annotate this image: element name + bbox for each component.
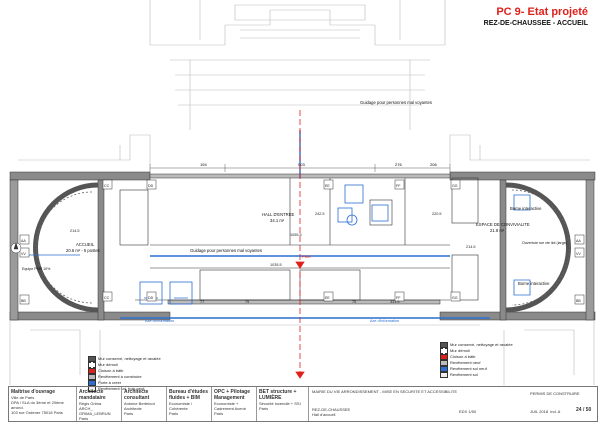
legend-right-item: Cloison à bâtir — [440, 354, 513, 360]
legend-right-item: Revêtement neuf — [440, 360, 513, 366]
marker-ff: FF — [396, 184, 401, 188]
guidage-top-label: Guidage pour personnes mal voyantes — [360, 100, 432, 105]
marker-vv2: VV — [576, 252, 581, 256]
espace-label: ESPACE DE CONVIVIALITE — [476, 222, 530, 227]
legend-right-item: Revêtement sol — [440, 372, 513, 378]
marker-ee2: EE — [325, 296, 330, 300]
legend-right-item: Revêtement sol neuf — [440, 366, 513, 372]
date-label: JUIL 2018 ind. A — [530, 409, 561, 414]
legend-right-item: Mur démoli — [440, 348, 513, 354]
hall-area: 34.1 m² — [270, 218, 285, 223]
marker-gg: GG — [452, 184, 458, 188]
marker-bb2: BB — [576, 299, 581, 303]
title-block: Maîtrise d'ouvrage Ville de Paris DPA / … — [8, 386, 598, 422]
project-name: MAIRIE DU VIE ARRONDISSEMENT - MISE EN S… — [312, 389, 457, 394]
stage-label: PERMIS DE CONSTRUIRE — [530, 391, 580, 396]
page-number: 24 / 50 — [576, 407, 592, 413]
espace-area: 21.8 m² — [490, 228, 505, 233]
scale-ref: EDX 1/50 — [459, 409, 477, 414]
accueil-label: ACCUEIL — [76, 242, 95, 247]
marker-ff2: FF — [396, 296, 401, 300]
legend-left-item: Mur démoli — [88, 362, 161, 368]
sheet-title: PC 9- Etat projeté — [496, 6, 588, 18]
borne-1-label: Borne interactive — [510, 206, 542, 211]
walls — [9, 171, 596, 321]
right-rotunda — [505, 182, 571, 313]
guidage-mid-label: Guidage pour personnes mal voyantes — [190, 248, 262, 253]
dim-75b: 75 — [352, 300, 356, 304]
marker-bb: BB — [21, 299, 26, 303]
legend-right-item: Mur conservé, nettoyage et ravalée — [440, 342, 513, 348]
dim-1035: 1035.5 — [270, 263, 282, 267]
level-name: REZ-DE-CHAUSSEE Hall d'accueil — [312, 407, 351, 417]
north-arrow-icon — [10, 242, 22, 254]
accueil-rotunda — [33, 182, 99, 313]
hall-label: HALL D'ENTREE — [262, 212, 294, 217]
dim-2425: 242.5 — [315, 212, 325, 216]
dim-2205: 220.5 — [432, 212, 442, 216]
marker-dd2: DD — [148, 296, 154, 300]
ouverture-label: Ouverture rue xte ilot (large) — [522, 241, 567, 245]
bet1-cell: Bureau d'études fluides + BIM Economiste… — [167, 387, 212, 421]
dim-75: 75 — [245, 300, 249, 304]
dim-top-194: 194 — [200, 162, 207, 167]
bet2-cell: OPC + Pilotage Management Economiste + C… — [212, 387, 257, 421]
upper-facade-drawing — [18, 0, 590, 165]
accueil-area: 20.6 m² - 5 postes — [66, 248, 100, 253]
guidance-strips — [120, 130, 490, 319]
lower-facade — [9, 320, 595, 385]
marker-dd: DD — [148, 184, 154, 188]
marker-aa2: AA — [576, 239, 581, 243]
pmr-label: PMR — [302, 254, 311, 259]
axe-info-1: Axe d'information — [145, 319, 174, 323]
owner-cell: Maîtrise d'ouvrage Ville de Paris DPA / … — [9, 387, 77, 421]
marker-aa: AA — [21, 239, 26, 243]
dim-77: 77 — [200, 300, 204, 304]
sheet-subtitle: REZ-DE-CHAUSSEE - ACCUEIL — [483, 20, 588, 27]
legend-left-item: Porte à créer — [88, 380, 161, 386]
architect-cell: Architecte mandataire Régis Grima ARCH_ … — [77, 387, 122, 421]
marker-cc2: CC — [104, 296, 110, 300]
consultant-cell: Architecte consultant Antoine Berteloot … — [122, 387, 167, 421]
dim-214: 214.5 — [70, 229, 80, 233]
dim-1055: 1055.5 — [290, 233, 302, 237]
marker-vv: VV — [21, 252, 26, 256]
dim-3315: 331.5 — [390, 300, 400, 304]
dim-top-276: 276 — [395, 162, 402, 167]
red-axis — [295, 110, 305, 380]
axe-info-2: Axe d'information — [370, 319, 399, 323]
grid-markers — [19, 179, 585, 305]
borne-2-label: Borne interactive — [518, 281, 550, 286]
marker-cc: CC — [104, 184, 110, 188]
legend-left-item: Mur conservé, nettoyage et ravalée — [88, 356, 161, 362]
dim-top-503: 503 — [298, 162, 305, 167]
bet3-cell: BET structure + LUMIÈRE Sécurité incendi… — [257, 387, 309, 421]
marker-gg2: GG — [452, 296, 458, 300]
legend-right: Mur conservé, nettoyage et ravalée Mur d… — [440, 342, 513, 378]
dim-2145: 214.5 — [466, 245, 476, 249]
legend-left-item: Revêtement à construire — [88, 374, 161, 380]
equipe-label: Equipe PMR 10% — [22, 267, 51, 271]
dim-top-206: 206 — [430, 162, 437, 167]
legend-left-item: Cloison à bâtir — [88, 368, 161, 374]
marker-ee: EE — [325, 184, 330, 188]
